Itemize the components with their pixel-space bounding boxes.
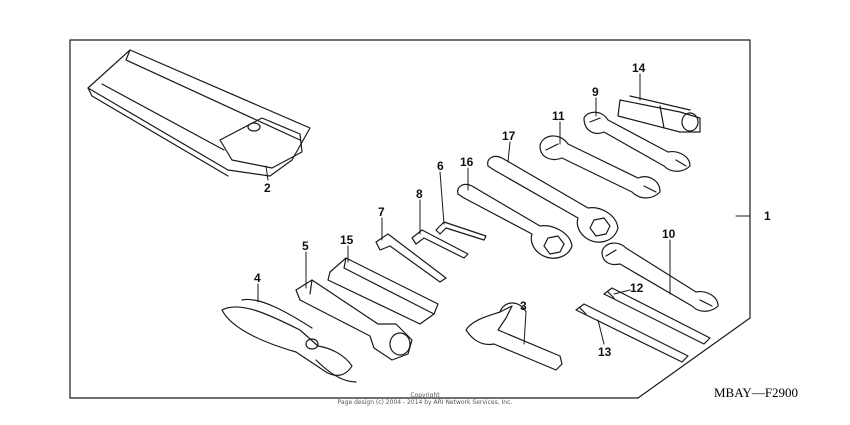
callout-7: 7 [378,205,385,219]
wrench-10-part [601,242,719,312]
callout-14: 14 [632,61,646,75]
callout-15: 15 [340,233,354,247]
pin-spanner-3-part [465,302,563,371]
wrench-11-part [539,135,661,199]
box-wrench-17-part [487,155,619,243]
hex-key-6-part [435,221,487,241]
handle-bar-15-part [327,257,439,325]
screwdriver-13-part [575,303,689,363]
callout-8: 8 [416,187,423,201]
diagram-code: MBAY—F2900 [714,385,799,400]
callout-13: 13 [598,345,612,359]
screwdriver-12-part [603,287,711,345]
box-wrench-16-part [457,183,573,259]
hex-key-7-part [375,233,447,283]
callout-2: 2 [264,181,271,195]
copyright-line-2: Page design (c) 2004 - 2014 by ARI Netwo… [337,399,513,406]
callout-10: 10 [662,227,676,241]
callout-5: 5 [302,239,309,253]
tool-bag-part [87,49,311,177]
callout-6: 6 [437,159,444,173]
callout-9: 9 [592,85,599,99]
callout-16: 16 [460,155,474,169]
plug-wrench-5-part [295,279,413,361]
wrench-9-part [583,111,691,172]
callout-1: 1 [764,209,771,223]
copyright-line-1: Copyright [410,392,440,399]
callout-12: 12 [630,281,644,295]
callout-3: 3 [520,299,527,313]
hex-key-8-part [411,229,469,259]
pliers-4-part [221,298,357,383]
diagram-frame [69,39,751,399]
socket-bit-part [617,95,701,133]
callout-11: 11 [552,109,565,123]
callout-4: 4 [254,271,261,285]
callout-17: 17 [502,129,516,143]
